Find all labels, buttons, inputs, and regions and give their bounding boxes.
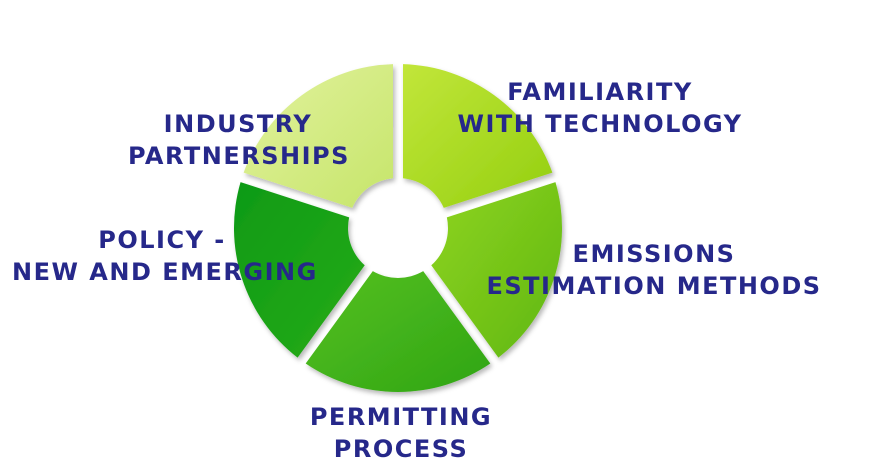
label-familiarity-with-technology: FAMILIARITY WITH TECHNOLOGY <box>455 76 745 140</box>
label-line: PERMITTING <box>309 403 493 431</box>
label-line: PARTNERSHIPS <box>128 142 350 170</box>
label-line: INDUSTRY <box>163 110 313 138</box>
label-line: EMISSIONS <box>572 240 736 268</box>
label-line: FAMILIARITY <box>507 78 693 106</box>
label-line: WITH TECHNOLOGY <box>457 110 743 138</box>
segment-emissions <box>431 182 563 358</box>
label-line: POLICY - <box>98 226 226 254</box>
segment-policy <box>233 182 365 358</box>
label-industry-partnerships: INDUSTRY PARTNERSHIPS <box>128 108 348 172</box>
label-line: NEW AND EMERGING <box>12 258 318 286</box>
segment-industry <box>243 64 394 208</box>
label-permitting-process: PERMITTING PROCESS <box>296 401 506 465</box>
label-policy-new-and-emerging: POLICY - NEW AND EMERGING <box>12 224 318 288</box>
label-emissions-estimation-methods: EMISSIONS ESTIMATION METHODS <box>485 238 823 302</box>
segment-permitting <box>305 271 491 393</box>
segment-familiarity <box>402 64 553 208</box>
label-line: PROCESS <box>333 435 469 463</box>
label-line: ESTIMATION METHODS <box>486 272 822 300</box>
